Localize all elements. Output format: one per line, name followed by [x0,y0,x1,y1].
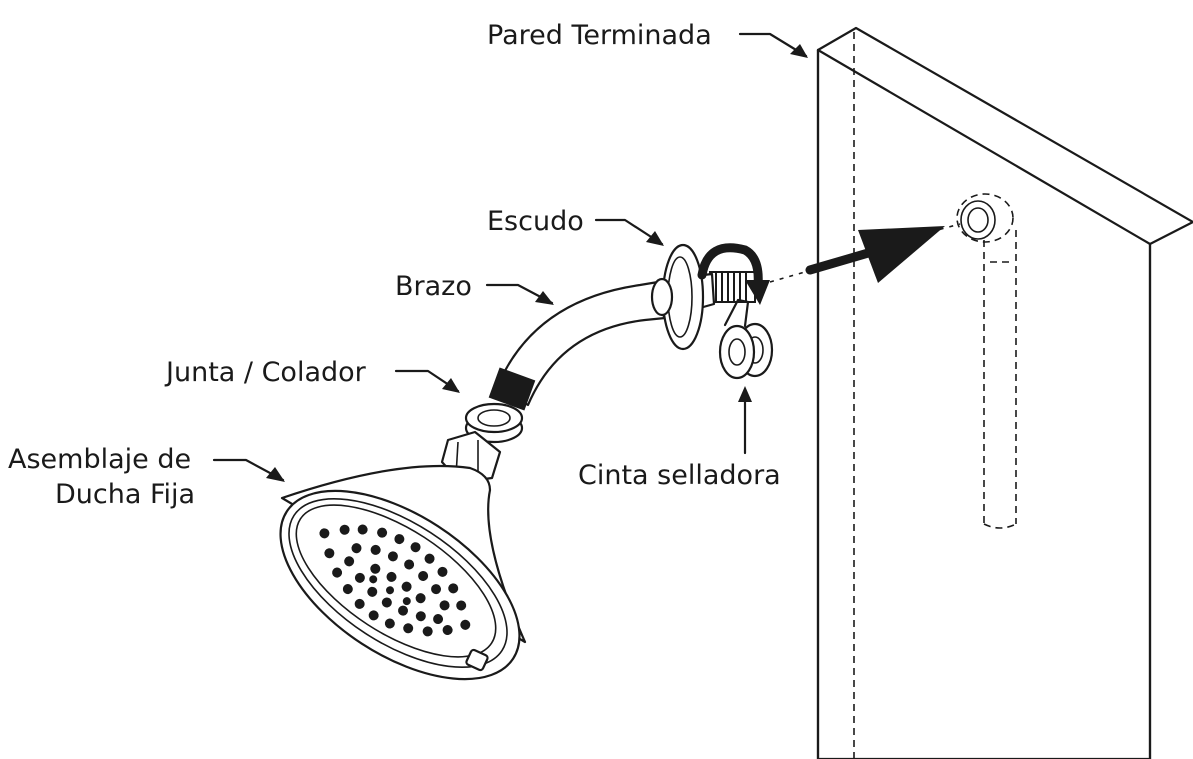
label-showerhead-line1: Asemblaje de [8,444,191,475]
label-showerhead-line2: Ducha Fija [55,479,195,510]
finished-wall [816,26,1193,759]
label-finished-wall: Pared Terminada [487,20,712,51]
spray-nozzles [319,524,471,637]
label-arm: Brazo [395,271,472,302]
escutcheon [650,243,705,351]
sealing-tape [718,298,774,380]
shower-arm [488,271,756,411]
showerhead [279,430,527,681]
leader-lines [212,32,808,482]
label-sealing-tape: Cinta selladora [578,460,781,491]
insert-arrow-icon [769,223,961,283]
label-washer: Junta / Colador [164,357,367,388]
label-escutcheon: Escudo [487,206,584,237]
rotate-arrow-icon [697,243,770,305]
supply-pipe [956,193,1017,529]
